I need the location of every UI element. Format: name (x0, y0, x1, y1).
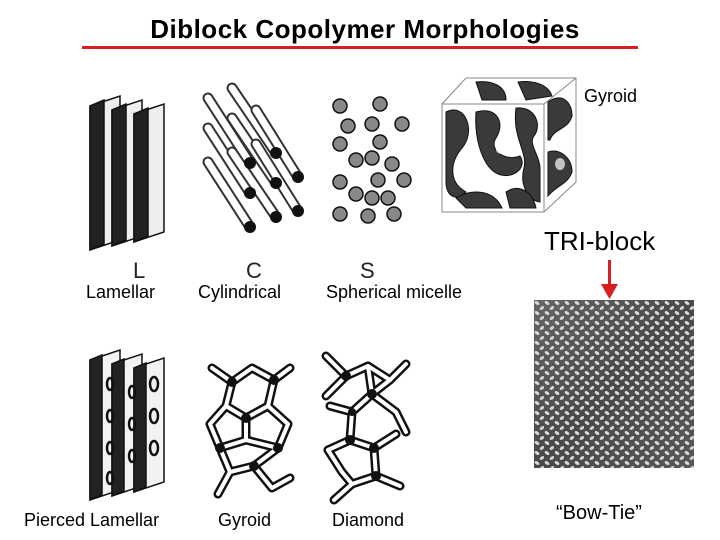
slide-title: Diblock Copolymer Morphologies (150, 14, 580, 44)
diamond-label: Diamond (332, 510, 405, 530)
tri-block-arrow (608, 260, 611, 288)
spherical-figure (332, 96, 412, 224)
lamellar-figure (89, 94, 165, 252)
gyroid-network-figure (205, 363, 295, 499)
bow-tie-micrograph (534, 300, 694, 468)
cylindrical-label: Cylindrical (198, 282, 282, 302)
tri-block-heading: TRI-block (544, 226, 656, 256)
lamellar-label: Lamellar (86, 282, 156, 302)
cylindrical-figure (202, 82, 304, 233)
spherical-letter: S (360, 258, 375, 283)
gyroid-network-label: Gyroid (218, 510, 272, 530)
spherical-micelle-label: Spherical micelle (326, 282, 463, 302)
pierced-lamellar-figure (89, 348, 165, 502)
gyroid-cube-figure (441, 77, 577, 213)
gyroid-cube-label: Gyroid (584, 86, 638, 106)
tri-block-arrowhead (601, 284, 618, 299)
diamond-network-figure (321, 351, 411, 505)
bow-tie-caption: “Bow-Tie” (556, 502, 642, 524)
cylindrical-letter: C (246, 258, 262, 283)
title-underline (82, 46, 638, 49)
lamellar-letter: L (133, 258, 146, 283)
pierced-lamellar-label: Pierced Lamellar (24, 510, 160, 530)
